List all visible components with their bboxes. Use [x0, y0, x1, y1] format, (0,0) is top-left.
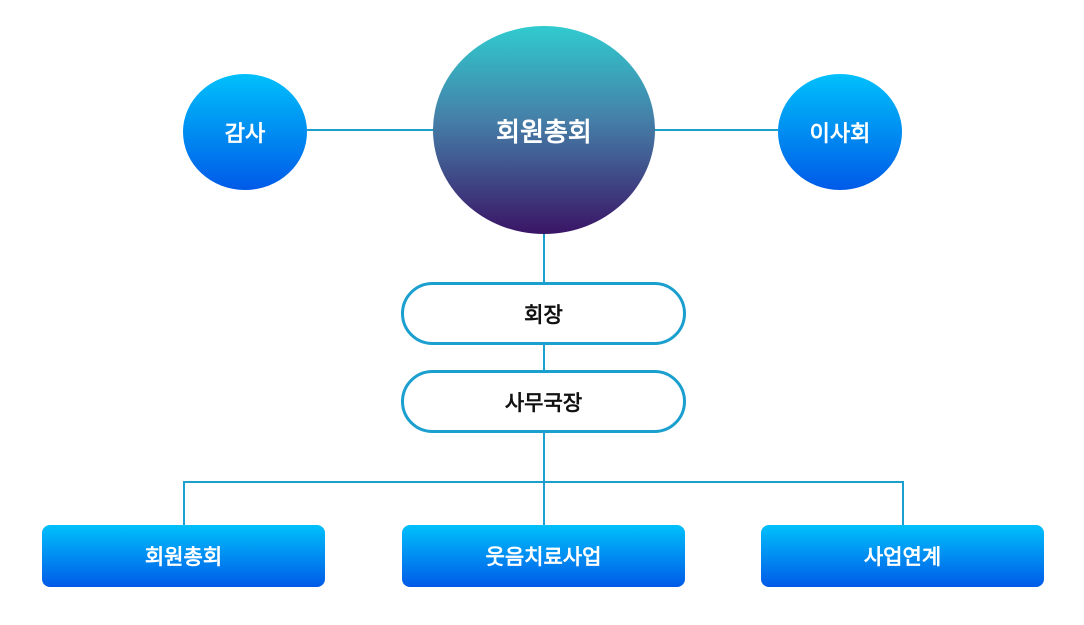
general-assembly-label: 회원총회	[496, 116, 592, 147]
connector-secretary-down	[543, 433, 545, 525]
members-assembly-label: 회원총회	[144, 546, 223, 569]
audit-node: 감사	[183, 74, 307, 190]
president-label: 회장	[524, 303, 563, 327]
connector-board	[655, 129, 778, 131]
business-linkage-label: 사업연계	[863, 546, 942, 569]
laughter-therapy-box: 웃음치료사업	[402, 525, 685, 587]
connector-assembly-president	[543, 234, 545, 282]
audit-label: 감사	[224, 121, 266, 146]
secretary-general-node: 사무국장	[401, 370, 686, 433]
general-assembly-node: 회원총회	[433, 26, 655, 234]
connector-right-branch	[902, 481, 904, 525]
secretary-general-label: 사무국장	[504, 391, 583, 415]
president-node: 회장	[401, 282, 686, 345]
connector-president-secretary	[543, 345, 545, 370]
board-label: 이사회	[809, 121, 871, 146]
connector-horizontal-branch	[183, 481, 904, 483]
members-assembly-box: 회원총회	[42, 525, 325, 587]
board-node: 이사회	[778, 74, 902, 190]
laughter-therapy-label: 웃음치료사업	[485, 546, 602, 569]
business-linkage-box: 사업연계	[761, 525, 1044, 587]
connector-audit	[307, 129, 433, 131]
connector-left-branch	[183, 481, 185, 525]
